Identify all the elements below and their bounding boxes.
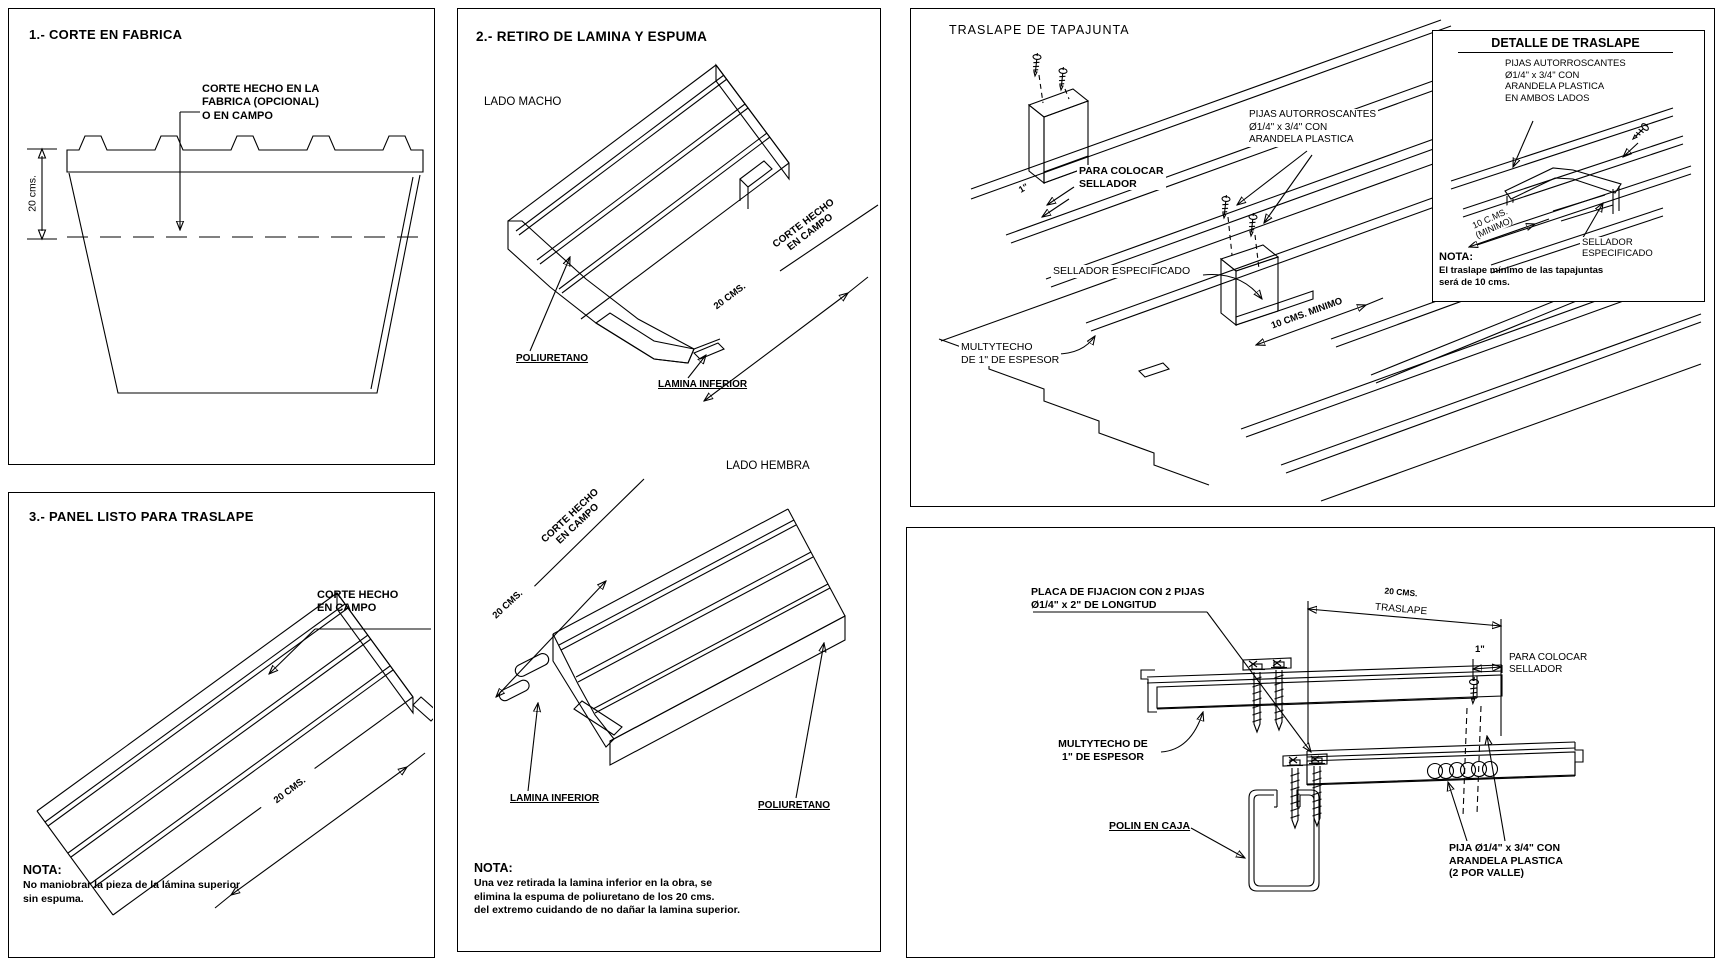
multytecho-label: MULTYTECHO DE 1" DE ESPESOR xyxy=(959,341,1062,366)
nota-title: NOTA: xyxy=(1439,251,1474,263)
panel-corte-en-fabrica: 1.- CORTE EN FABRICA CORTE HECHO EN LA F… xyxy=(8,8,435,465)
lower-panel xyxy=(1282,676,1584,829)
panel-cross-section xyxy=(66,135,425,394)
multytecho-label: MULTYTECHO DE 1" DE ESPESOR xyxy=(1058,738,1148,763)
lado-macho-drawing xyxy=(507,63,879,401)
lado-hembra-drawing xyxy=(496,478,846,799)
upper-panel xyxy=(1140,657,1503,733)
para-colocar-sellador-label: PARA COLOCAR SELLADOR xyxy=(1509,652,1588,675)
lamina-inferior-label-hembra: LAMINA INFERIOR xyxy=(510,793,600,804)
pijas-label: PIJAS AUTORROSCANTES Ø1/4" x 3/4" CON AR… xyxy=(1247,109,1379,147)
dim-traslape xyxy=(1308,601,1501,744)
panel-detalle-traslape: DETALLE DE TRASLAPE PIJAS AUTORROSCANTES… xyxy=(1432,30,1705,302)
detail-dim xyxy=(1469,203,1603,247)
dim-1in-label: 1" xyxy=(1475,644,1485,655)
nota-body: Una vez retirada la lamina inferior en l… xyxy=(474,877,741,917)
sellador-especificado-label: SELLADOR ESPECIFICADO xyxy=(1051,265,1193,278)
para-colocar-sellador-label: PARA COLOCAR SELLADOR xyxy=(1077,165,1166,190)
leaders xyxy=(1033,611,1506,858)
iso-panel xyxy=(36,591,433,916)
pijas-label: PIJAS AUTORROSCANTES Ø1/4" x 3/4" CON AR… xyxy=(1503,58,1628,104)
panel-listo-drawing xyxy=(36,591,433,916)
poliuretano-label-hembra: POLIURETANO xyxy=(758,800,831,811)
cut-leader xyxy=(269,628,431,674)
lamina-inferior-label-macho: LAMINA INFERIOR xyxy=(658,379,748,390)
dim-20cms-label: 20 cms. xyxy=(26,175,39,212)
lado-macho-label: LADO MACHO xyxy=(484,96,562,108)
panel5-title: DETALLE DE TRASLAPE xyxy=(1458,36,1673,54)
panel-listo-para-traslape: 3.- PANEL LISTO PARA TRASLAPE CORTE HECH… xyxy=(8,492,435,958)
detail-cap xyxy=(1504,120,1652,224)
detalle-drawing xyxy=(1450,107,1692,274)
panel-retiro-lamina-espuma: 2.- RETIRO DE LAMINA Y ESPUMA LADO MACHO… xyxy=(457,8,881,952)
placa-fijacion-label: PLACA DE FIJACION CON 2 PIJAS Ø1/4" x 2"… xyxy=(1031,586,1205,611)
sealant-arrows xyxy=(1042,186,1075,217)
polin-en-caja xyxy=(1248,789,1320,892)
dimension-20cms xyxy=(27,147,57,241)
panel1-title: 1.- CORTE EN FABRICA xyxy=(29,27,183,42)
cut-label: CORTE HECHO EN LA FABRICA (OPCIONAL) O E… xyxy=(202,83,320,122)
seccion-drawing xyxy=(1033,601,1584,892)
nota-title: NOTA: xyxy=(474,861,513,875)
corte-campo-label: CORTE HECHO EN CAMPO xyxy=(317,589,399,615)
sellador-especificado-label: SELLADOR ESPECIFICADO xyxy=(1580,237,1655,259)
pija-label: PIJA Ø1/4" x 3/4" CON ARANDELA PLASTICA … xyxy=(1449,842,1563,879)
panel3-title: 3.- PANEL LISTO PARA TRASLAPE xyxy=(29,509,254,524)
corte-fabrica-drawing xyxy=(27,111,425,394)
retiro-drawing xyxy=(458,63,879,799)
nota-title: NOTA: xyxy=(23,863,62,877)
panel4-title: TRASLAPE DE TAPAJUNTA xyxy=(949,23,1130,37)
lado-hembra-label: LADO HEMBRA xyxy=(726,460,810,472)
polin-en-caja-label: POLIN EN CAJA xyxy=(1109,820,1191,832)
panel2-title: 2.- RETIRO DE LAMINA Y ESPUMA xyxy=(476,29,708,44)
nota-body: El traslape mínimo de las tapajuntas ser… xyxy=(1439,265,1604,288)
tapajunta-cap-1 xyxy=(1027,52,1090,185)
poliuretano-label-macho: POLIURETANO xyxy=(516,353,589,364)
nota-body: No maniobrar la pieza de la lámina super… xyxy=(23,879,241,905)
panel-seccion-fijacion: PLACA DE FIJACION CON 2 PIJAS Ø1/4" x 2"… xyxy=(906,527,1715,958)
cut-leader xyxy=(180,111,200,230)
detail-roof xyxy=(1450,107,1692,274)
dimension-20cms xyxy=(214,752,426,909)
leaders xyxy=(1055,273,1384,355)
